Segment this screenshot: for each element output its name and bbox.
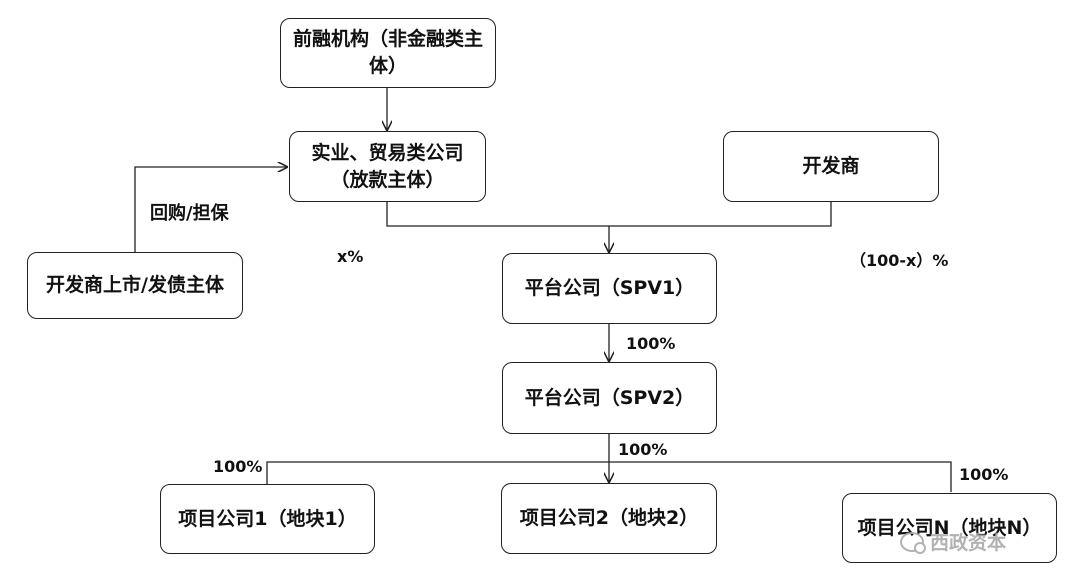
node-listed-developer: 开发商上市/发债主体: [27, 252, 243, 319]
node-project-company-2: 项目公司2（地块2）: [501, 483, 717, 554]
label-x-percent: x%: [337, 247, 364, 266]
node-spv1: 平台公司（SPV1）: [502, 253, 717, 324]
label-buyback-guarantee: 回购/担保: [150, 203, 229, 224]
line-branch-projectN: [609, 461, 952, 492]
label-projectN-percent: 100%: [959, 465, 1009, 484]
line-lender-down: [386, 202, 832, 227]
arrow-buyback: [134, 167, 287, 252]
label-rest-percent: （100-x）%: [850, 251, 949, 270]
wechat-logo-icon: [900, 531, 926, 554]
label-project1-percent: 100%: [213, 457, 263, 476]
watermark: 西政资本: [900, 528, 1006, 555]
label-spv2-down-percent: 100%: [618, 440, 668, 459]
node-lender-company: 实业、贸易类公司（放款主体）: [289, 131, 486, 202]
line-branch-project1: [266, 461, 609, 484]
node-developer: 开发商: [723, 131, 939, 202]
node-project-company-1: 项目公司1（地块1）: [160, 484, 375, 554]
watermark-text: 西政资本: [930, 532, 1007, 554]
label-spv1-spv2-percent: 100%: [626, 334, 676, 353]
node-pre-finance-institution: 前融机构（非金融类主体）: [280, 18, 496, 88]
node-spv2: 平台公司（SPV2）: [502, 362, 717, 434]
